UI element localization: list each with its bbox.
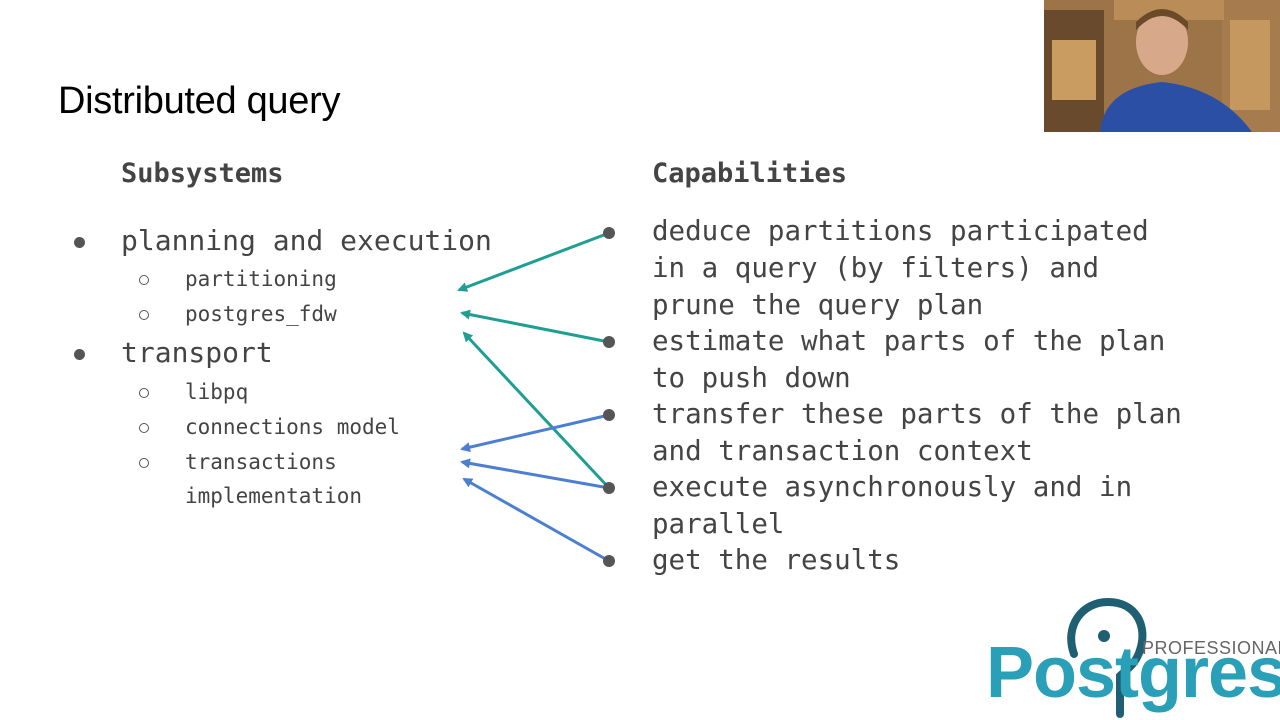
elephant-icon bbox=[1067, 597, 1147, 718]
bullet-ring-icon bbox=[139, 388, 149, 398]
capability-line: deduce partitions participated bbox=[652, 215, 1149, 247]
capability-line: estimate what parts of the plan bbox=[652, 325, 1166, 357]
bullet-dot-icon bbox=[74, 349, 85, 360]
capability-line: prune the query plan bbox=[652, 289, 984, 321]
bullet-dot-icon bbox=[74, 237, 85, 248]
capability-bullet-icon bbox=[603, 336, 615, 348]
teal-arrow bbox=[462, 331, 611, 490]
list-item: libpq bbox=[185, 380, 249, 404]
logo-wordmark: Postgres bbox=[986, 633, 1280, 713]
bullet-ring-icon bbox=[139, 423, 149, 433]
blue-arrow bbox=[462, 477, 610, 563]
list-item: implementation bbox=[185, 484, 363, 508]
list-item: transactions bbox=[185, 450, 337, 474]
bullet-ring-icon bbox=[139, 458, 149, 468]
teal-arrow bbox=[457, 231, 610, 292]
capability-bullet-icon bbox=[603, 409, 615, 421]
capability-line: in a query (by filters) and bbox=[652, 252, 1100, 284]
capability-bullet-icon bbox=[603, 482, 615, 494]
blue-arrow bbox=[460, 458, 610, 490]
list-item: transport bbox=[121, 336, 273, 369]
webcam-person-icon bbox=[1044, 0, 1280, 132]
list-item: postgres_fdw bbox=[185, 302, 337, 326]
postgres-professional-logo: PROFESSIONAL Postgres bbox=[986, 596, 1280, 720]
list-item: connections model bbox=[185, 415, 400, 439]
teal-arrow bbox=[460, 309, 610, 344]
capability-line: get the results bbox=[652, 544, 901, 576]
subsystems-heading: Subsystems bbox=[121, 158, 284, 189]
capability-bullet-icon bbox=[603, 555, 615, 567]
webcam-video bbox=[1044, 0, 1280, 132]
capabilities-heading: Capabilities bbox=[652, 158, 848, 189]
capability-line: parallel bbox=[652, 508, 785, 540]
capability-line: execute asynchronously and in bbox=[652, 471, 1133, 503]
bullet-ring-icon bbox=[139, 275, 149, 285]
capability-line: transfer these parts of the plan bbox=[652, 398, 1182, 430]
blue-arrow bbox=[460, 413, 610, 453]
capability-line: and transaction context bbox=[652, 435, 1033, 467]
bullet-ring-icon bbox=[139, 310, 149, 320]
list-item: partitioning bbox=[185, 267, 337, 291]
capability-bullet-icon bbox=[603, 227, 615, 239]
capability-line: to push down bbox=[652, 362, 851, 394]
list-item: planning and execution bbox=[121, 224, 492, 257]
logo-subtitle: PROFESSIONAL bbox=[1142, 638, 1280, 658]
slide-title: Distributed query bbox=[58, 80, 341, 122]
